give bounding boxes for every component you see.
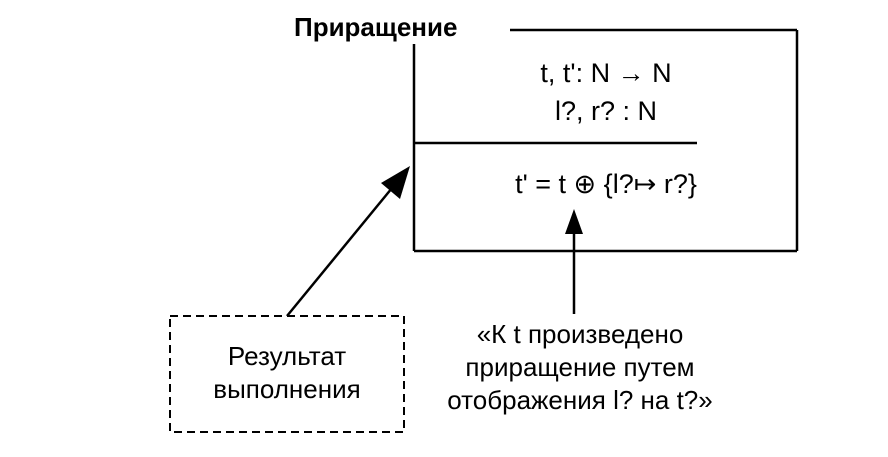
result-label-line-2: выполнения bbox=[213, 374, 361, 404]
result-arrow bbox=[286, 166, 410, 317]
schema-title: Приращение bbox=[294, 12, 458, 42]
schema-box bbox=[412, 28, 799, 253]
result-label: Результат выполнения bbox=[170, 340, 404, 406]
comment-text: «К t произведено приращение путем отобра… bbox=[410, 318, 750, 417]
declaration-line-2: l?, r? : N bbox=[554, 96, 658, 126]
result-label-line-1: Результат bbox=[227, 341, 347, 371]
comment-line-2: приращение путем bbox=[465, 352, 695, 382]
comment-arrow bbox=[565, 209, 583, 314]
declaration-line-1: t, t': N → N bbox=[540, 58, 672, 88]
comment-line-3: отображения l? на t?» bbox=[447, 385, 713, 415]
predicate-line: t' = t ⊕ {l?↦ r?} bbox=[515, 169, 697, 199]
comment-line-1: «К t произведено bbox=[476, 319, 684, 349]
